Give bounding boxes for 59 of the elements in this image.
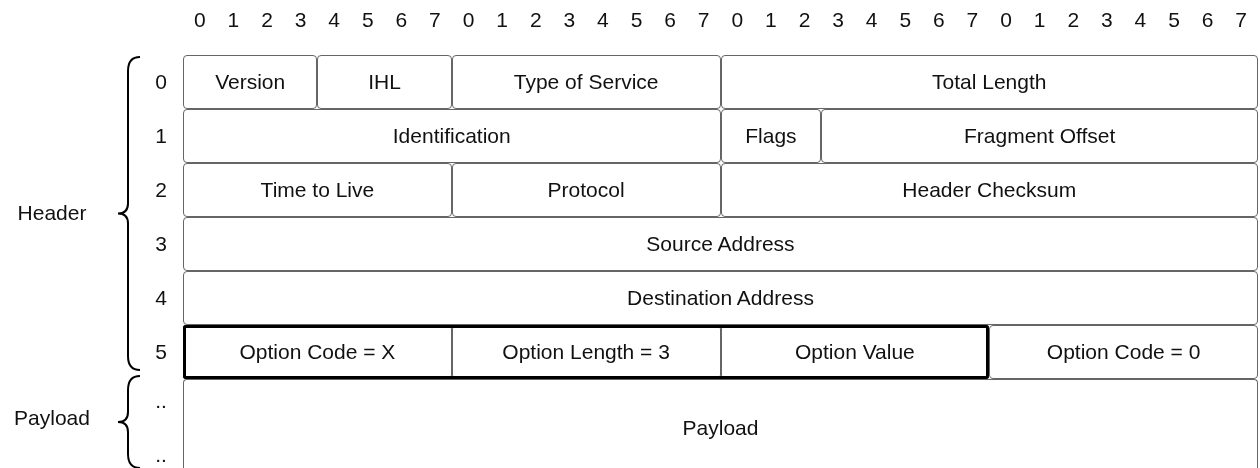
bit-number: 4: [328, 8, 340, 32]
bit-number: 2: [1067, 8, 1080, 32]
bit-number: 5: [630, 8, 643, 32]
field-box: Option Code = 0: [989, 325, 1258, 379]
bit-number: 1: [227, 8, 240, 32]
bit-number: 4: [597, 8, 609, 32]
bit-number: 5: [899, 8, 912, 32]
row-number: 4: [155, 286, 167, 310]
bit-number: 6: [1201, 8, 1214, 32]
bit-number: 2: [529, 8, 542, 32]
field-box: Source Address: [183, 217, 1258, 271]
bit-number: 1: [496, 8, 508, 32]
field-box: Identification: [183, 109, 721, 163]
brace-label: Payload: [14, 406, 90, 430]
bit-number: 3: [1101, 8, 1113, 32]
field-box: Option Length = 3: [451, 325, 721, 379]
bit-number: 5: [361, 8, 374, 32]
bit-number: 7: [697, 8, 710, 32]
field-box: Header Checksum: [720, 163, 1258, 217]
row-number: 5: [155, 340, 167, 364]
bit-number: 4: [1134, 8, 1147, 32]
field-box: Destination Address: [183, 271, 1258, 325]
field-box: Total Length: [720, 55, 1258, 109]
bit-number: 3: [563, 8, 576, 32]
bit-number: 3: [294, 8, 307, 32]
bit-number: 0: [193, 8, 206, 32]
row-number: ..: [155, 389, 167, 413]
bit-number: 6: [933, 8, 945, 32]
row-number: 0: [155, 70, 167, 94]
bit-number: 4: [865, 8, 878, 32]
row-number: 1: [155, 124, 167, 148]
bit-number: 6: [664, 8, 676, 32]
bit-number: 6: [395, 8, 408, 32]
bit-number: 0: [1000, 8, 1012, 32]
field-box: Flags: [720, 109, 822, 163]
field-box: Protocol: [451, 163, 721, 217]
field-box: Option Code = X: [183, 325, 452, 379]
row-number: 2: [155, 178, 167, 202]
bit-number: 0: [462, 8, 475, 32]
bit-number: 0: [731, 8, 744, 32]
bit-number: 2: [798, 8, 811, 32]
row-number: 3: [155, 232, 167, 256]
row-number: ..: [155, 443, 167, 467]
field-box: Version: [183, 55, 318, 109]
field-box: Payload: [183, 379, 1258, 468]
option-group-box: [183, 325, 990, 379]
bit-number: 2: [261, 8, 273, 32]
field-box: Type of Service: [451, 55, 721, 109]
bit-number: 1: [1033, 8, 1046, 32]
field-box: Time to Live: [183, 163, 452, 217]
field-box: IHL: [317, 55, 452, 109]
bit-number: 7: [966, 8, 979, 32]
bit-number: 7: [1235, 8, 1248, 32]
brace-label: Header: [17, 201, 87, 225]
bit-number: 7: [429, 8, 441, 32]
field-box: Fragment Offset: [821, 109, 1258, 163]
bit-number: 3: [832, 8, 844, 32]
bit-number: 1: [765, 8, 777, 32]
bit-number: 5: [1168, 8, 1180, 32]
